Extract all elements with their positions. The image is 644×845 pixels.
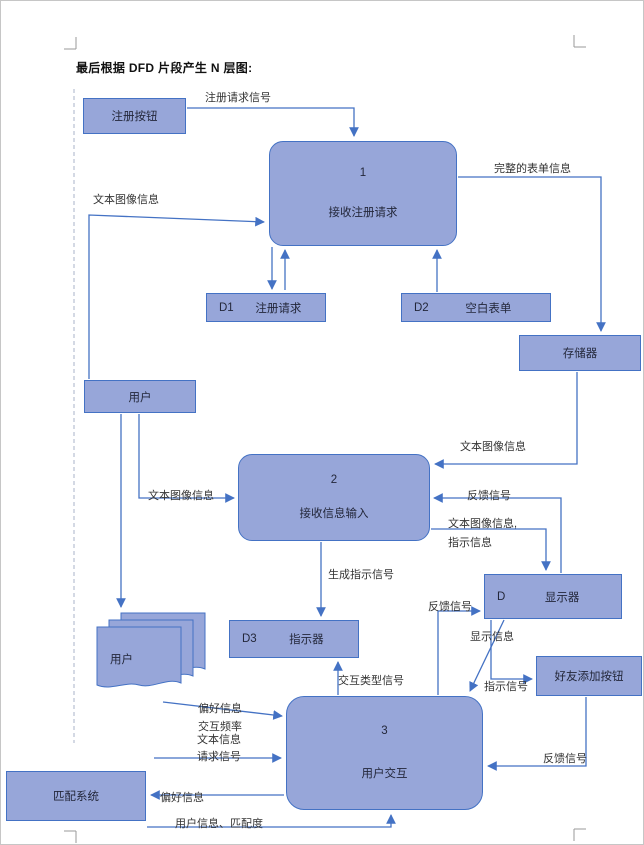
flow-label-text-image-user-p1: 文本图像信息 — [93, 194, 159, 206]
process-3-number: 3 — [381, 725, 388, 737]
match-system-label: 匹配系统 — [53, 791, 99, 803]
friend-add-button-node[interactable]: 好友添加按钮 — [536, 656, 642, 696]
flow-label-preference-info: 偏好信息 — [198, 703, 242, 715]
users-multidocument-node[interactable]: 用户 — [96, 611, 208, 701]
flow-label-interact-freq: 交互频率 — [198, 721, 242, 733]
process-1-node[interactable]: 1 接收注册请求 — [269, 141, 457, 246]
process-1-number: 1 — [359, 167, 367, 179]
flow-label-text-image-user-p2: 文本图像信息 — [148, 490, 214, 502]
storage-label: 存储器 — [562, 348, 598, 360]
flow-label-complete-form: 完整的表单信息 — [494, 163, 571, 175]
display-id: D — [497, 590, 506, 603]
process-3-node[interactable]: 3 用户交互 — [286, 696, 483, 810]
flow-label-text-image-storage-p2: 文本图像信息 — [460, 441, 526, 453]
process-2-number: 2 — [330, 474, 338, 486]
register-button-label: 注册按钮 — [111, 111, 158, 123]
display-label: 显示器 — [544, 591, 580, 604]
process-2-node[interactable]: 2 接收信息输入 — [238, 454, 430, 541]
d1-label: 注册请求 — [255, 302, 302, 315]
d2-id: D2 — [414, 301, 429, 314]
datastore-d1-node[interactable]: D1 注册请求 — [206, 293, 326, 322]
flow-register-to-p1 — [187, 107, 359, 137]
flow-label-text-image-p2-display: 文本图像信息, — [448, 518, 518, 530]
flow-label-register-signal: 注册请求信号 — [205, 92, 271, 104]
register-button-node[interactable]: 注册按钮 — [83, 98, 186, 134]
user-entity-label: 用户 — [128, 391, 152, 404]
d2-label: 空白表单 — [465, 302, 512, 315]
datastore-d3-node[interactable]: D3 指示器 — [229, 620, 359, 658]
process-2-label: 接收信息输入 — [299, 508, 369, 520]
flow-label-indicate-signal: 指示信号 — [484, 681, 528, 693]
user-entity-node[interactable]: 用户 — [84, 380, 196, 413]
flow-label-indicate-info: 指示信息 — [448, 537, 492, 549]
flow-label-feedback-display-p2: 反馈信号 — [467, 490, 511, 502]
datastore-display-node[interactable]: D 显示器 — [484, 574, 622, 619]
flow-p3-to-display — [437, 606, 481, 695]
flow-label-feedback-friend-p3: 反馈信号 — [543, 753, 587, 765]
d3-id: D3 — [242, 633, 257, 645]
flow-label-user-info-match: 用户信息、匹配度 — [175, 818, 263, 830]
friend-add-button-label: 好友添加按钮 — [554, 671, 624, 683]
d3-label: 指示器 — [289, 634, 324, 646]
flow-label-preference-to-match: 偏好信息 — [160, 792, 204, 804]
flow-label-feedback-p3-display: 反馈信号 — [428, 601, 472, 613]
users-multidocument-label: 用户 — [110, 654, 133, 666]
match-system-node[interactable]: 匹配系统 — [6, 771, 146, 821]
process-3-label: 用户交互 — [361, 768, 408, 780]
flow-user1-to-p2 — [138, 414, 235, 503]
flow-label-text-info: 文本信息 — [197, 734, 241, 746]
datastore-d2-node[interactable]: D2 空白表单 — [401, 293, 551, 322]
flow-label-request-signal: 请求信号 — [197, 751, 241, 763]
flow-label-generate-indicate: 生成指示信号 — [328, 569, 394, 581]
flow-label-display-info: 显示信息 — [470, 631, 514, 643]
process-1-label: 接收注册请求 — [328, 207, 398, 219]
page-title: 最后根据 DFD 片段产生 N 层图: — [76, 61, 253, 75]
multidocument-shape — [96, 612, 206, 688]
d1-id: D1 — [219, 301, 234, 314]
flow-label-interact-type: 交互类型信号 — [338, 675, 404, 687]
storage-node[interactable]: 存储器 — [519, 335, 641, 371]
